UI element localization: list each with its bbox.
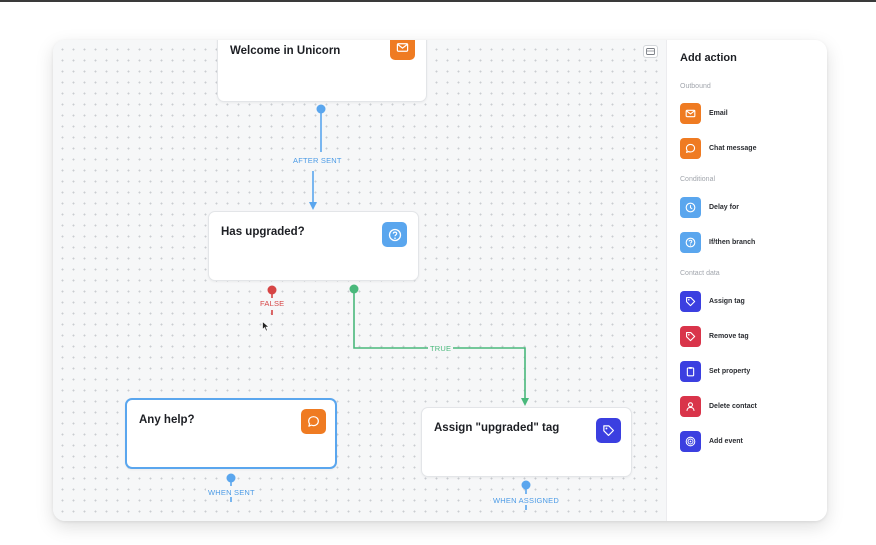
node-welcome-email[interactable]: Welcome in Unicorn: [217, 40, 427, 102]
workflow-editor-window: Welcome in Unicorn Has upgraded? Any hel…: [53, 40, 827, 521]
action-item-label: Set property: [709, 367, 751, 375]
tag-icon: [680, 325, 701, 347]
action-item-label: Email: [709, 109, 728, 117]
panel-title: Add action: [680, 52, 737, 64]
action-item-delay-for[interactable]: Delay for: [680, 196, 739, 218]
edge-false[interactable]: [267, 285, 277, 316]
chat-icon: [301, 409, 326, 434]
section-contact-data: Contact data: [680, 270, 720, 277]
node-title: Has upgraded?: [221, 226, 305, 238]
action-item-email[interactable]: Email: [680, 102, 728, 124]
edge-when-assigned[interactable]: [521, 480, 531, 511]
mail-icon: [390, 40, 415, 60]
mouse-cursor-icon: [262, 321, 270, 332]
action-item-if-then-branch[interactable]: If/then branch: [680, 231, 755, 253]
tag-icon: [680, 290, 701, 312]
edge-when-sent[interactable]: [226, 473, 236, 503]
action-item-label: Add event: [709, 437, 743, 445]
section-conditional: Conditional: [680, 176, 716, 183]
edge-label-false: FALSE: [258, 299, 287, 308]
action-item-label: If/then branch: [709, 238, 756, 246]
action-item-chat-message[interactable]: Chat message: [680, 137, 756, 159]
edge-after-sent[interactable]: [309, 104, 326, 210]
node-title: Welcome in Unicorn: [230, 45, 341, 57]
mail-icon: [680, 102, 701, 124]
section-outbound: Outbound: [680, 83, 711, 90]
edge-label-after-sent: AFTER SENT: [291, 156, 344, 165]
node-assign-tag[interactable]: Assign "upgraded" tag: [421, 407, 632, 477]
question-icon: [680, 231, 701, 253]
target-icon: [680, 430, 701, 452]
action-item-assign-tag[interactable]: Assign tag: [680, 290, 745, 312]
action-item-remove-tag[interactable]: Remove tag: [680, 325, 749, 347]
action-item-label: Assign tag: [709, 297, 745, 305]
node-title: Assign "upgraded" tag: [434, 422, 560, 434]
node-title: Any help?: [139, 414, 195, 426]
action-item-set-property[interactable]: Set property: [680, 360, 750, 382]
question-icon: [382, 222, 407, 247]
action-item-label: Delete contact: [709, 402, 757, 410]
tag-icon: [596, 418, 621, 443]
add-action-panel: Add action Outbound Email Chat message C…: [666, 40, 827, 521]
top-border: [0, 0, 876, 2]
workflow-canvas[interactable]: Welcome in Unicorn Has upgraded? Any hel…: [53, 40, 666, 521]
clipboard-icon: [680, 360, 701, 382]
edge-label-when-sent: WHEN SENT: [206, 488, 257, 497]
node-any-help[interactable]: Any help?: [125, 398, 337, 469]
clock-icon: [680, 196, 701, 218]
minimap-toggle-button[interactable]: [643, 45, 658, 58]
action-item-delete-contact[interactable]: Delete contact: [680, 395, 757, 417]
node-has-upgraded[interactable]: Has upgraded?: [208, 211, 419, 281]
action-item-label: Chat message: [709, 144, 757, 152]
user-icon: [680, 395, 701, 417]
action-item-label: Remove tag: [709, 332, 749, 340]
chat-icon: [680, 137, 701, 159]
edge-label-true: TRUE: [428, 344, 454, 353]
action-item-add-event[interactable]: Add event: [680, 430, 743, 452]
minimap-icon: [646, 48, 655, 55]
action-item-label: Delay for: [709, 203, 739, 211]
edge-label-when-assigned: WHEN ASSIGNED: [491, 496, 561, 505]
